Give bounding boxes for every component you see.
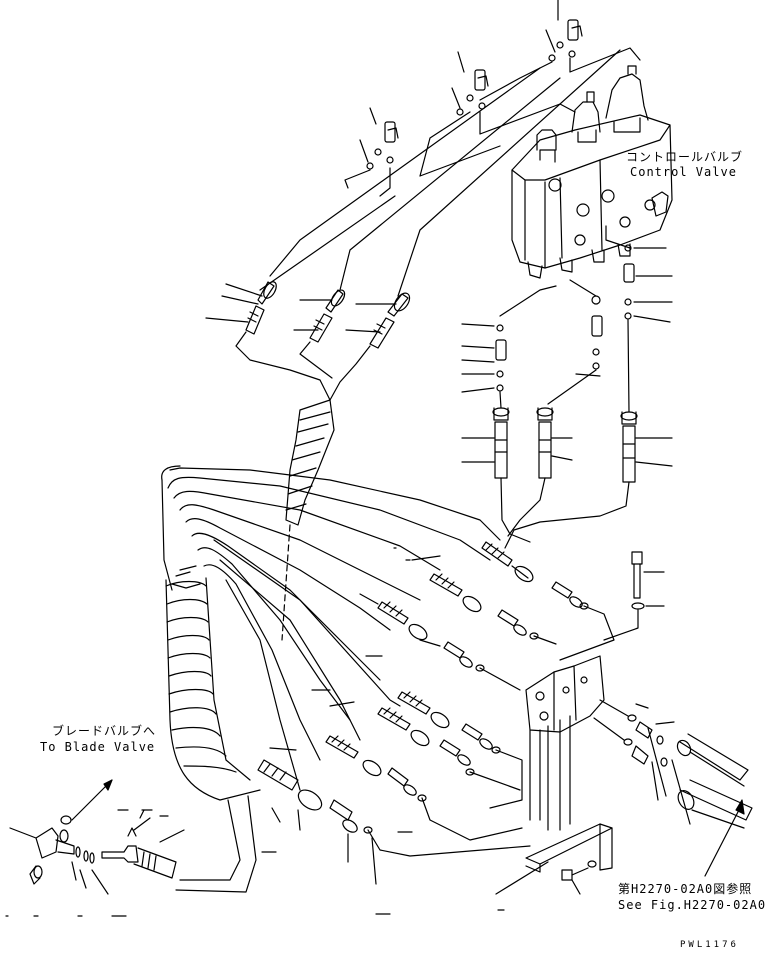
drawing-code: PWL1176 [680,940,739,950]
small-adapters [329,581,615,885]
pilot-adapters [461,225,673,393]
figure-ref-label-jp: 第H2270-02A0図参照 [618,882,753,896]
index-dashes [5,547,505,917]
manifold-block [495,551,675,895]
hose-sleeve-bundle [281,399,335,641]
figure-ref-label-en: See Fig.H2270-02A0 [618,898,767,912]
right-hoses [671,733,753,877]
control-valve [511,65,673,279]
vertical-hoses [461,319,673,549]
manifold-hose-ends [257,541,534,831]
control-valve-label-jp: コントロールバルブ [626,150,744,164]
pilot-lines-upper [259,0,641,297]
blade-valve-label-jp: ブレードバルブへ [52,724,157,738]
hose-loop-bundle [161,465,501,893]
control-valve-label-en: Control Valve [630,165,737,179]
blade-valve-fittings [9,779,185,895]
upper-hose-ends [205,281,411,401]
blade-valve-label-en: To Blade Valve [40,740,156,754]
